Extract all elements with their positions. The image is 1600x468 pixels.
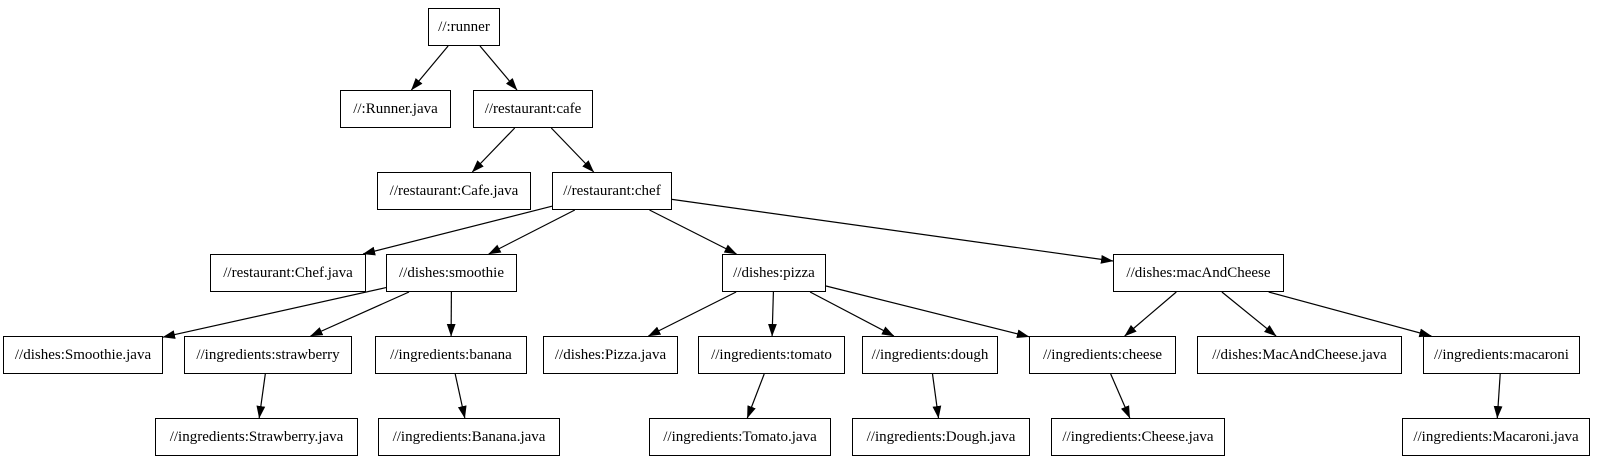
graph-node-cafe-java: //restaurant:Cafe.java [377, 172, 531, 210]
edge-tomato-to-tomato-java [746, 373, 765, 419]
graph-node-pizza: //dishes:pizza [722, 254, 826, 292]
edge-pizza-to-pizza-java [647, 291, 737, 337]
edge-smoothie-to-smoothie-java [162, 287, 387, 339]
edge-macaroni-to-macaroni-java [1493, 373, 1503, 419]
edge-dough-to-dough-java [931, 373, 942, 419]
edge-cafe-to-cafe-java [471, 127, 516, 173]
edge-chef-to-macandcheese [671, 198, 1114, 264]
graph-node-runner-java: //:Runner.java [340, 90, 451, 128]
graph-node-macaroni-java: //ingredients:Macaroni.java [1402, 418, 1590, 456]
graph-node-tomato: //ingredients:tomato [698, 336, 845, 374]
edge-banana-to-banana-java [454, 373, 467, 419]
graph-node-pizza-java: //dishes:Pizza.java [543, 336, 678, 374]
edge-macandcheese-to-macandcheese-java [1221, 291, 1277, 337]
graph-node-runner: //:runner [428, 8, 500, 46]
graph-node-cafe: //restaurant:cafe [473, 90, 593, 128]
graph-node-cheese: //ingredients:cheese [1029, 336, 1176, 374]
graph-node-macandcheese: //dishes:macAndCheese [1113, 254, 1284, 292]
graph-node-banana: //ingredients:banana [375, 336, 527, 374]
edge-cafe-to-chef [550, 127, 595, 173]
edge-pizza-to-cheese [825, 285, 1030, 339]
graph-node-dough-java: //ingredients:Dough.java [852, 418, 1030, 456]
edge-cheese-to-cheese-java [1110, 373, 1131, 419]
graph-node-macandcheese-java: //dishes:MacAndCheese.java [1197, 336, 1402, 374]
graph-node-smoothie-java: //dishes:Smoothie.java [3, 336, 163, 374]
graph-node-chef-java: //restaurant:Chef.java [210, 254, 366, 292]
edge-macandcheese-to-cheese [1124, 291, 1177, 337]
edge-chef-to-chef-java [362, 205, 553, 256]
edge-pizza-to-tomato [768, 291, 777, 337]
graph-node-strawberry: //ingredients:strawberry [184, 336, 352, 374]
graph-node-strawberry-java: //ingredients:Strawberry.java [155, 418, 358, 456]
edge-chef-to-pizza [649, 209, 737, 255]
graph-node-banana-java: //ingredients:Banana.java [378, 418, 560, 456]
edge-pizza-to-dough [809, 291, 895, 337]
graph-node-chef: //restaurant:chef [552, 172, 672, 210]
graph-node-smoothie: //dishes:smoothie [386, 254, 517, 292]
edge-strawberry-to-strawberry-java [256, 373, 266, 419]
edge-runner-to-cafe [479, 45, 518, 91]
graph-node-cheese-java: //ingredients:Cheese.java [1051, 418, 1225, 456]
edge-runner-to-runner-java [410, 45, 449, 91]
graph-node-macaroni: //ingredients:macaroni [1423, 336, 1580, 374]
edge-macandcheese-to-macaroni [1268, 291, 1432, 338]
graph-node-dough: //ingredients:dough [862, 336, 998, 374]
edge-smoothie-to-strawberry [310, 291, 410, 337]
graph-node-tomato-java: //ingredients:Tomato.java [649, 418, 831, 456]
edge-chef-to-smoothie [488, 209, 576, 255]
